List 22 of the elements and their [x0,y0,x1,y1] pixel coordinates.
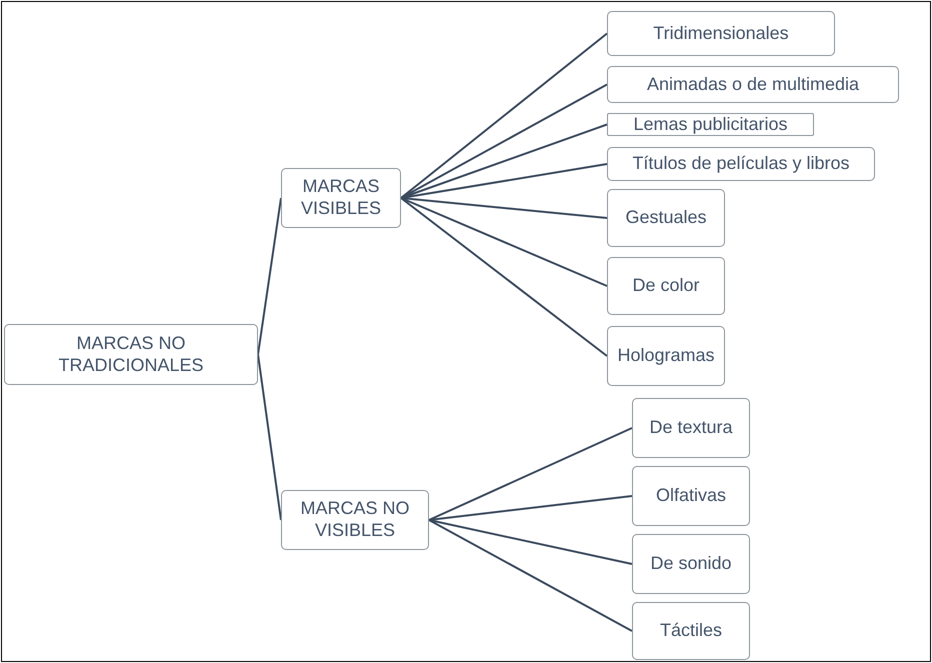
rounded-box: Tridimensionales [607,11,835,56]
rounded-box: Lemas publicitarios [607,113,814,136]
connector-line [257,198,282,355]
rounded-box: Títulos de películas y libros [607,147,875,181]
connector-line [257,354,282,520]
connector-line [428,427,632,521]
rounded-box: Gestuales [607,189,725,247]
rounded-box: Animadas o de multimedia [607,66,899,103]
rounded-box: Táctiles [632,602,750,660]
connector-line [428,519,632,632]
rounded-box: Olfativas [632,466,750,526]
rounded-box: De color [607,257,725,315]
rounded-box: MARCAS NO TRADICIONALES [4,324,258,385]
rounded-box: De sonido [632,534,750,594]
rounded-box: Hologramas [607,326,725,386]
rounded-box: De textura [632,398,750,458]
connector-line [400,197,608,357]
rounded-box: MARCAS VISIBLES [281,168,401,228]
rounded-box: MARCAS NO VISIBLES [281,490,429,550]
connector-line [400,84,608,199]
connector-line [400,32,608,199]
connector-line [428,495,632,521]
